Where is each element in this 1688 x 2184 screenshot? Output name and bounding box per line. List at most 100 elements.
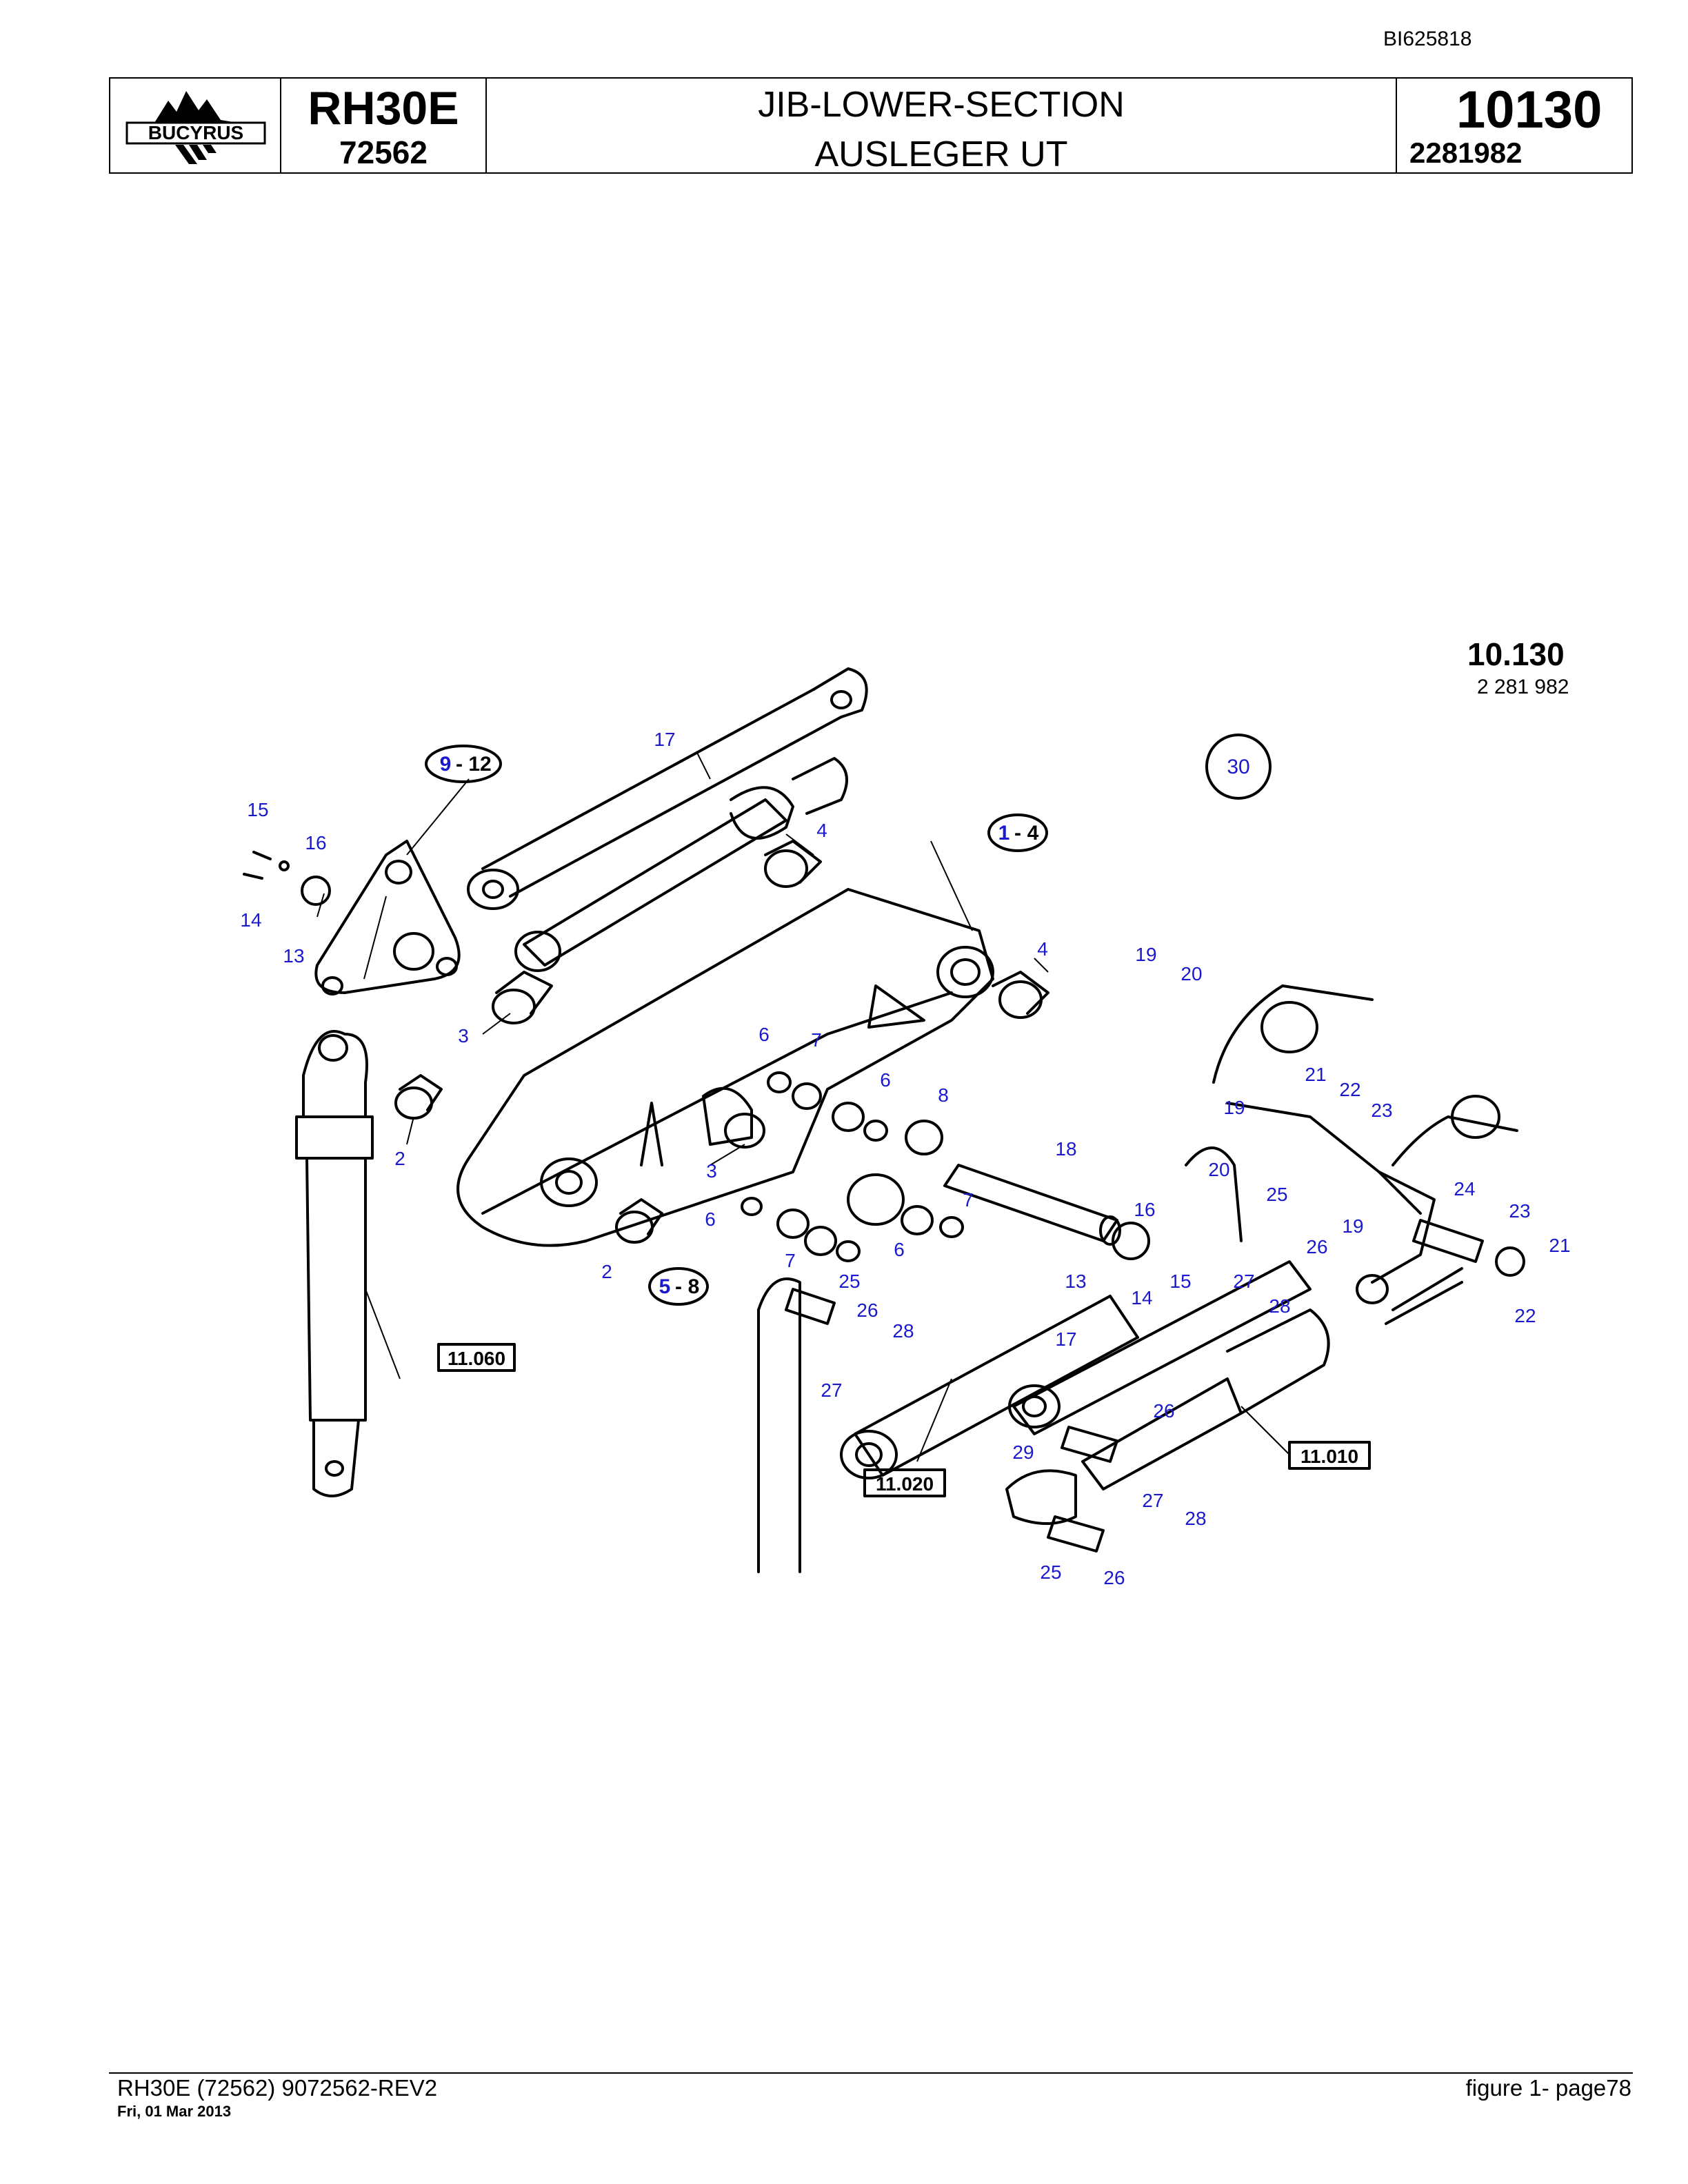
callout-16: 16 <box>1134 1199 1155 1220</box>
bracket-plate <box>314 840 461 995</box>
callout-23: 23 <box>1371 1100 1392 1121</box>
callout-6: 6 <box>758 1024 770 1045</box>
model-number: 72562 <box>339 134 428 170</box>
callout-13: 13 <box>1065 1271 1086 1292</box>
jib-body <box>456 888 994 1247</box>
callout-3: 3 <box>706 1160 717 1182</box>
callout-19: 19 <box>1223 1097 1245 1118</box>
group-label-12: 12 <box>468 753 491 776</box>
group-label-5: 5 <box>659 1275 671 1298</box>
callout-25: 25 <box>838 1271 860 1292</box>
callout-2: 2 <box>601 1261 612 1282</box>
callout-27: 27 <box>1233 1271 1254 1292</box>
figure-code: 10.130 <box>1467 636 1565 672</box>
title-cell: JIB-LOWER-SECTION AUSLEGER UT <box>487 79 1397 174</box>
callout-26: 26 <box>1103 1567 1125 1588</box>
callout-28: 28 <box>1185 1508 1206 1529</box>
group-label-30: 30 <box>1227 756 1249 778</box>
callout-15: 15 <box>1169 1271 1191 1292</box>
group-label-4: 4 <box>1027 822 1039 845</box>
logo-cell: BUCYRUS <box>110 79 281 172</box>
title-english: JIB-LOWER-SECTION <box>758 85 1125 125</box>
callout-14: 14 <box>1131 1287 1152 1308</box>
callout-28: 28 <box>892 1320 914 1342</box>
number-cell: 10130 2281982 <box>1397 79 1631 172</box>
group-label-9-12-border <box>425 745 502 783</box>
callout-8: 8 <box>938 1084 949 1106</box>
ref-box-11-020: 11.020 <box>876 1473 934 1495</box>
callout-27: 27 <box>821 1379 842 1401</box>
group-label-9: 9 <box>440 753 452 776</box>
title-german: AUSLEGER UT <box>814 134 1068 174</box>
callout-26: 26 <box>856 1300 878 1321</box>
callout-6: 6 <box>880 1069 891 1091</box>
document-id: BI625818 <box>1383 28 1472 50</box>
model-cell: RH30E 72562 <box>281 79 487 172</box>
group-label-30-border <box>1205 734 1272 800</box>
callout-29: 29 <box>1012 1442 1034 1463</box>
cylinder-11-020 <box>757 1277 1139 1573</box>
callout-23: 23 <box>1509 1200 1530 1222</box>
cylinder-11-060 <box>295 1030 374 1497</box>
drawing-number: 2281982 <box>1409 136 1523 169</box>
callout-20: 20 <box>1180 963 1202 984</box>
callout-18: 18 <box>1055 1138 1076 1160</box>
footer-date: Fri, 01 Mar 2013 <box>117 2103 232 2120</box>
group-label-5-8-border <box>648 1267 709 1306</box>
callout-17: 17 <box>654 729 675 750</box>
figure-drawing-ref: 2 281 982 <box>1477 676 1569 698</box>
svg-text:-: - <box>675 1275 682 1298</box>
callout-4: 4 <box>816 820 827 841</box>
callout-2: 2 <box>394 1148 405 1169</box>
callout-26: 26 <box>1153 1400 1174 1422</box>
callout-6: 6 <box>705 1209 716 1230</box>
callout-13: 13 <box>283 945 304 967</box>
cylinder-17-upper <box>467 667 868 910</box>
footer-divider <box>109 2072 1633 2074</box>
callout-20: 20 <box>1208 1159 1229 1180</box>
group-label-1: 1 <box>998 822 1010 845</box>
callout-15: 15 <box>247 799 268 820</box>
callout-25: 25 <box>1266 1184 1287 1205</box>
footer-page-ref: figure 1- page78 <box>1465 2075 1631 2101</box>
callout-3: 3 <box>458 1025 469 1046</box>
pivot-structure-right <box>1185 984 1518 1325</box>
callout-4: 4 <box>1037 938 1048 960</box>
callout-7: 7 <box>785 1250 796 1271</box>
svg-text:-: - <box>456 753 463 776</box>
group-label-8: 8 <box>688 1275 700 1298</box>
callout-19: 19 <box>1135 944 1156 965</box>
callout-21: 21 <box>1549 1235 1570 1256</box>
callout-17: 17 <box>1055 1328 1076 1350</box>
ref-box-11-020-border <box>863 1468 946 1497</box>
ref-box-11-010: 11.010 <box>1300 1446 1358 1467</box>
callout-19: 19 <box>1342 1215 1363 1237</box>
footer-document-ref: RH30E (72562) 9072562-REV2 <box>117 2075 438 2101</box>
ref-box-11-010-border <box>1288 1441 1371 1470</box>
callout-6: 6 <box>894 1239 905 1260</box>
callout-27: 27 <box>1142 1490 1163 1511</box>
callout-16: 16 <box>305 832 326 853</box>
callout-24: 24 <box>1454 1178 1475 1200</box>
callout-7: 7 <box>811 1029 822 1051</box>
callout-14: 14 <box>240 909 261 931</box>
group-label-1-4-border <box>987 813 1048 852</box>
callout-25: 25 <box>1040 1561 1061 1583</box>
callout-22: 22 <box>1514 1305 1536 1326</box>
ref-box-11-060-border <box>437 1343 516 1372</box>
logo-text: BUCYRUS <box>148 122 243 143</box>
ref-box-11-060: 11.060 <box>448 1348 505 1369</box>
section-number: 10130 <box>1456 81 1602 139</box>
svg-text:-: - <box>1014 822 1021 845</box>
model-name: RH30E <box>308 82 459 134</box>
callout-26: 26 <box>1306 1236 1327 1257</box>
title-block: BUCYRUS RH30E 72562 JIB-LOWER-SECTION AU… <box>109 77 1633 174</box>
cylinder-11-010 <box>1005 1260 1330 1525</box>
cylinder-upper-second <box>514 757 848 972</box>
callout-28: 28 <box>1269 1295 1290 1317</box>
callout-7: 7 <box>963 1189 974 1211</box>
callout-22: 22 <box>1339 1079 1360 1100</box>
bucyrus-logo: BUCYRUS <box>125 91 266 164</box>
callout-21: 21 <box>1305 1064 1326 1085</box>
